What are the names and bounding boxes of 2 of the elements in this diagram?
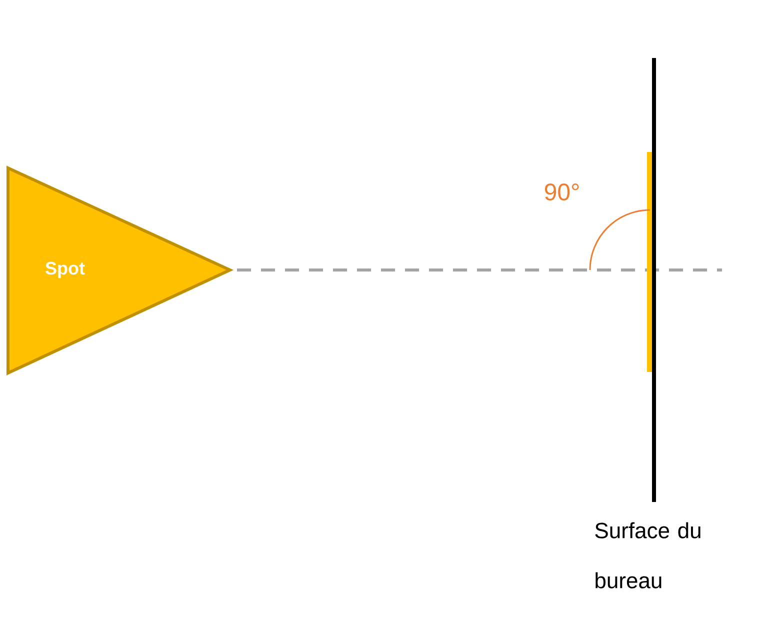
surface-label: Surface du bureau (595, 522, 700, 588)
angle-label: 90° (545, 184, 579, 200)
